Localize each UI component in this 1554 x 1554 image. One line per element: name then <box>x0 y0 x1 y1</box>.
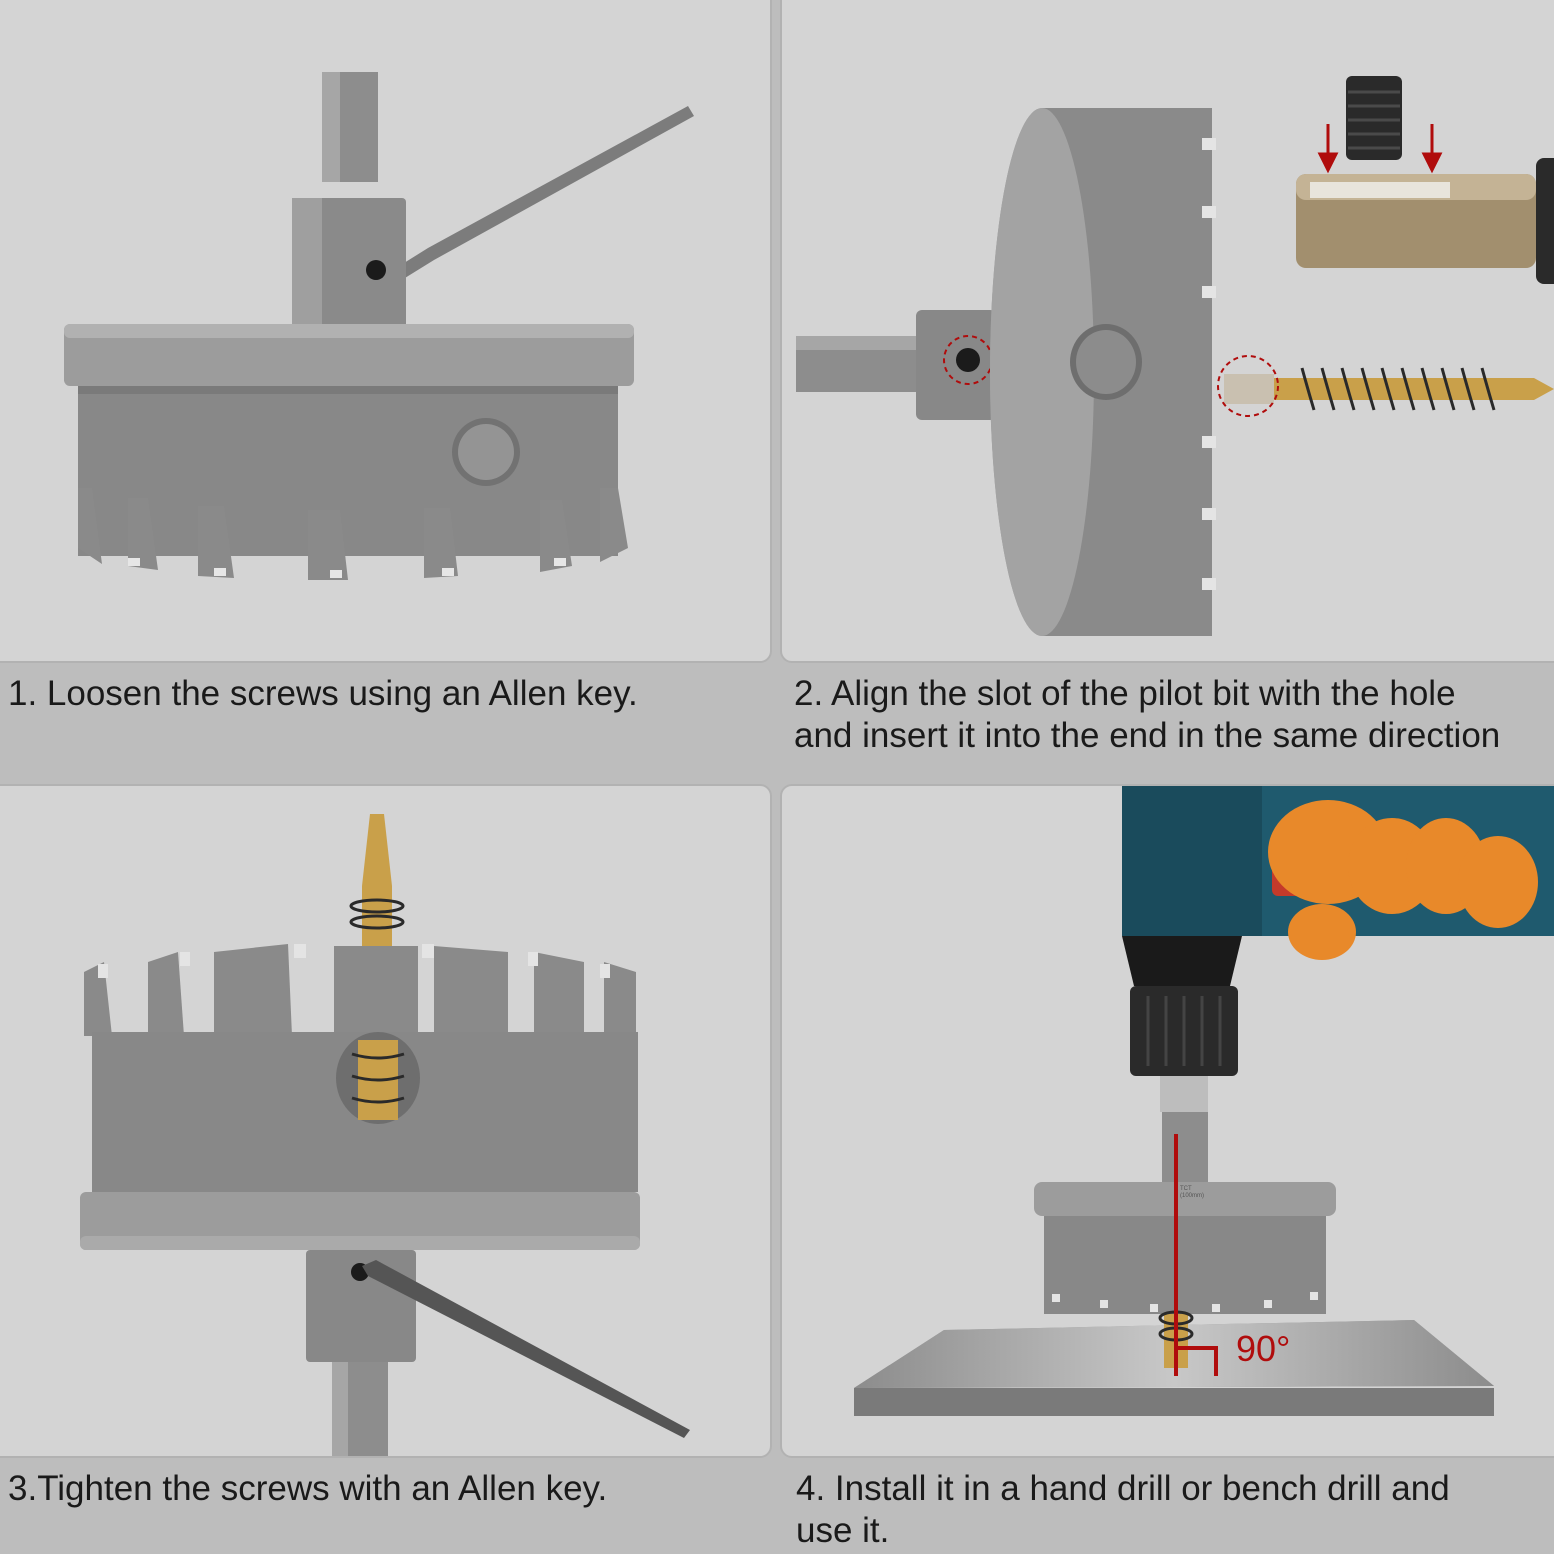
pilot-drill-bit-icon <box>362 814 392 886</box>
step-1-caption: 1. Loosen the screws using an Allen key. <box>8 673 638 715</box>
step-2-caption: 2. Align the slot of the pilot bit with … <box>794 673 1500 757</box>
set-screw-icon <box>1346 76 1402 160</box>
hole-saw-icon <box>1034 1182 1336 1216</box>
step-3-caption-line-1: 3.Tighten the screws with an Allen key. <box>8 1469 608 1508</box>
step-4-caption-line-2: use it. <box>796 1511 890 1550</box>
angle-label: 90° <box>1236 1328 1291 1369</box>
step-3-caption: 3.Tighten the screws with an Allen key. <box>8 1468 607 1510</box>
hole-saw-label-line-2: (100mm) <box>1180 1193 1205 1199</box>
step-4-illustration <box>780 784 1554 1458</box>
step-2-illustration <box>780 0 1554 663</box>
hole-saw-tighten-icon <box>80 814 690 1456</box>
pilot-insert-icon <box>796 76 1554 636</box>
step-2-caption-line-1: 2. Align the slot of the pilot bit with … <box>794 674 1456 713</box>
step-1-caption-line-1: 1. Loosen the screws using an Allen key. <box>8 674 638 713</box>
step-2-caption-line-2: and insert it into the end in the same d… <box>794 716 1501 755</box>
drill-usage-icon <box>854 786 1554 1416</box>
hole-saw-label: TCT (100mm) <box>1180 1186 1204 1200</box>
step-4-caption: 4. Install it in a hand drill or bench d… <box>796 1468 1450 1552</box>
hole-saw-loosen-icon <box>64 72 694 580</box>
allen-key-icon <box>388 106 694 286</box>
glove-icon <box>1268 800 1538 960</box>
hole-saw-label-line-1: TCT <box>1180 1186 1192 1192</box>
pilot-drill-bit-icon <box>1224 367 1554 411</box>
slot-highlight-icon <box>1217 355 1279 417</box>
allen-key-icon <box>362 1260 690 1438</box>
step-3-illustration <box>0 784 772 1458</box>
step-1-illustration <box>0 0 772 663</box>
step-4-caption-line-1: 4. Install it in a hand drill or bench d… <box>796 1469 1450 1508</box>
